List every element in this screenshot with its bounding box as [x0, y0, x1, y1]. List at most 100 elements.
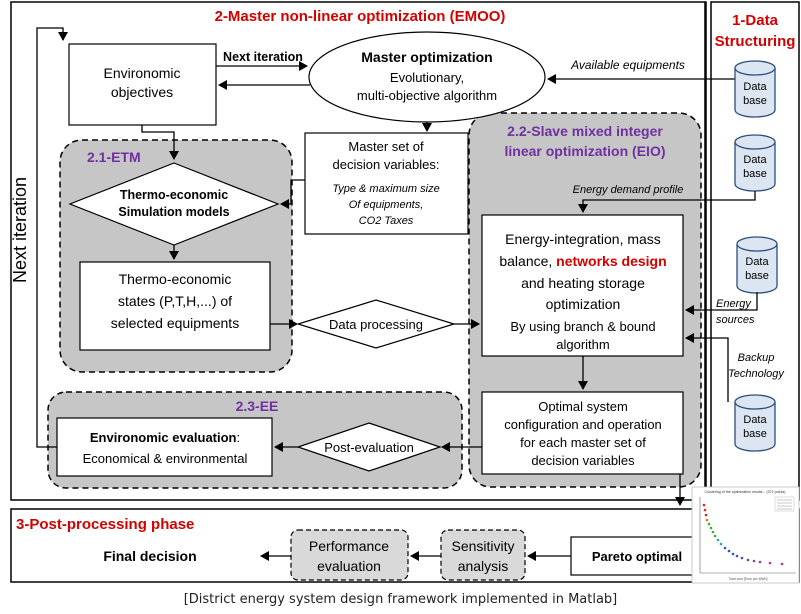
thumbnail-point: [731, 552, 735, 556]
thumbnail-point: [758, 560, 762, 564]
backup-label-2: Technology: [728, 368, 785, 380]
ei-line1: Energy-integration, mass: [505, 231, 661, 247]
db-label-3a: Data: [745, 256, 769, 268]
optimal-line1: Optimal system: [538, 399, 628, 414]
db-label-2a: Data: [743, 154, 767, 166]
thermo-states-box: [79, 261, 271, 351]
environomic-objectives-box: [68, 43, 217, 126]
thermo-states-line2: states (P,T,H,...) of: [118, 293, 232, 309]
thumbnail-point: [723, 546, 727, 550]
next-iteration-top-label: Next iteration: [223, 50, 303, 64]
next-iteration-side-label: Next iteration: [10, 177, 30, 283]
master-set-box: [304, 132, 469, 235]
master-set-detail3: CO2 Taxes: [359, 215, 414, 227]
data-processing-diamond: [295, 299, 457, 349]
thumbnail-point: [719, 542, 723, 546]
env-eval-bold: Environomic evaluation: [90, 430, 237, 445]
thumbnail-point: [709, 526, 713, 530]
database-cylinder: Data base: [734, 60, 776, 118]
ei-line3: and heating storage: [521, 275, 645, 291]
thumbnail-point: [707, 522, 711, 526]
final-decision-label: Final decision: [103, 548, 196, 564]
master-opt-line2: Evolutionary,: [390, 70, 464, 85]
eio-title-1: 2.2-Slave mixed integer: [507, 123, 663, 139]
post-section-title: 3-Post-processing phase: [16, 516, 194, 533]
sensitivity-box: [440, 529, 526, 581]
thumbnail-point: [752, 559, 756, 563]
database-cylinder: Data base: [736, 236, 778, 294]
thumbnail-points: [702, 503, 784, 566]
master-set-line2: decision variables:: [333, 157, 440, 172]
performance-line2: evaluation: [317, 558, 381, 574]
ei-line2: balance, networks design: [499, 253, 666, 269]
pareto-thumbnail-chart: Clustering of the optimization results –…: [691, 486, 800, 584]
ei-line2-pre: balance,: [499, 253, 556, 269]
db-label-4b: base: [743, 428, 767, 440]
master-set-detail2: Of equipments,: [349, 199, 424, 211]
networks-design-highlight: networks design: [556, 253, 666, 269]
environomic-evaluation-box: [56, 417, 273, 477]
thumbnail-point: [713, 534, 717, 538]
thumbnail-title: Clustering of the optimization results –…: [705, 490, 786, 494]
ei-line4: optimization: [546, 296, 621, 312]
optimal-line2: configuration and operation: [504, 417, 662, 432]
db-label-4a: Data: [743, 414, 767, 426]
db-label-2b: base: [743, 168, 767, 180]
figure-caption: [District energy system design framework…: [183, 592, 618, 607]
sensitivity-line1: Sensitivity: [451, 538, 514, 554]
thumbnail-point: [780, 562, 784, 566]
db-label-1b: base: [743, 95, 767, 107]
performance-line1: Performance: [309, 538, 389, 554]
energy-integration-box: [481, 214, 684, 357]
energy-sources-label-2: sources: [716, 314, 755, 326]
optimal-system-box: [481, 391, 684, 475]
available-equipments-label: Available equipments: [570, 58, 685, 72]
ee-title: 2.3-EE: [236, 398, 279, 414]
post-evaluation-label: Post-evaluation: [324, 440, 414, 455]
master-set-line1: Master set of: [348, 139, 424, 154]
backup-label-1: Backup: [738, 352, 775, 364]
master-opt-line3: multi-objective algorithm: [357, 88, 497, 103]
db-label-3b: base: [745, 270, 769, 282]
env-eval-line1: Environomic evaluation:: [90, 430, 240, 445]
energy-sources-label-1: Energy: [716, 298, 752, 310]
thermo-sim-line2: Simulation models: [118, 205, 229, 219]
pareto-label: Pareto optimal: [592, 549, 682, 564]
thumbnail-point: [702, 503, 706, 507]
etm-title: 2.1-ETM: [87, 149, 141, 165]
master-section-title: 2-Master non-linear optimization (EMOO): [215, 8, 506, 25]
env-obj-line2: objectives: [111, 84, 173, 100]
data-section-title-1: 1-Data: [732, 12, 779, 29]
thumbnail-point: [705, 518, 709, 522]
data-processing-label: Data processing: [329, 317, 423, 332]
master-opt-title: Master optimization: [361, 49, 492, 65]
thumbnail-point: [703, 508, 707, 512]
thumbnail-legend: [774, 496, 795, 512]
optimal-line4: decision variables: [531, 453, 635, 468]
performance-box: [290, 529, 409, 581]
ei-line6: algorithm: [556, 337, 609, 352]
thermo-states-line3: selected equipments: [111, 315, 239, 331]
thumbnail-point: [746, 558, 750, 562]
thumbnail-point: [704, 513, 708, 517]
sensitivity-line2: analysis: [458, 558, 509, 574]
env-eval-line2: Economical & environmental: [83, 451, 248, 466]
thumbnail-point: [740, 556, 744, 560]
thumbnail-point: [768, 561, 772, 565]
eio-title-2: linear optimization (EIO): [504, 143, 665, 159]
thumbnail-point: [735, 554, 739, 558]
ei-line5: By using branch & bound: [510, 319, 655, 334]
database-cylinder: Data base: [734, 394, 776, 452]
optimal-line3: for each master set of: [520, 435, 646, 450]
master-set-detail1: Type & maximum size: [332, 183, 439, 195]
thermo-sim-line1: Thermo-economic: [120, 188, 228, 202]
env-eval-colon: :: [237, 430, 241, 445]
database-cylinder: Data base: [734, 134, 776, 192]
env-obj-line1: Environomic: [103, 65, 180, 81]
data-section-title-2: Structuring: [715, 33, 796, 50]
thumbnail-point: [716, 538, 720, 542]
db-label-1a: Data: [743, 81, 767, 93]
thumbnail-point: [727, 549, 731, 553]
thermo-states-line1: Thermo-economic: [119, 271, 232, 287]
